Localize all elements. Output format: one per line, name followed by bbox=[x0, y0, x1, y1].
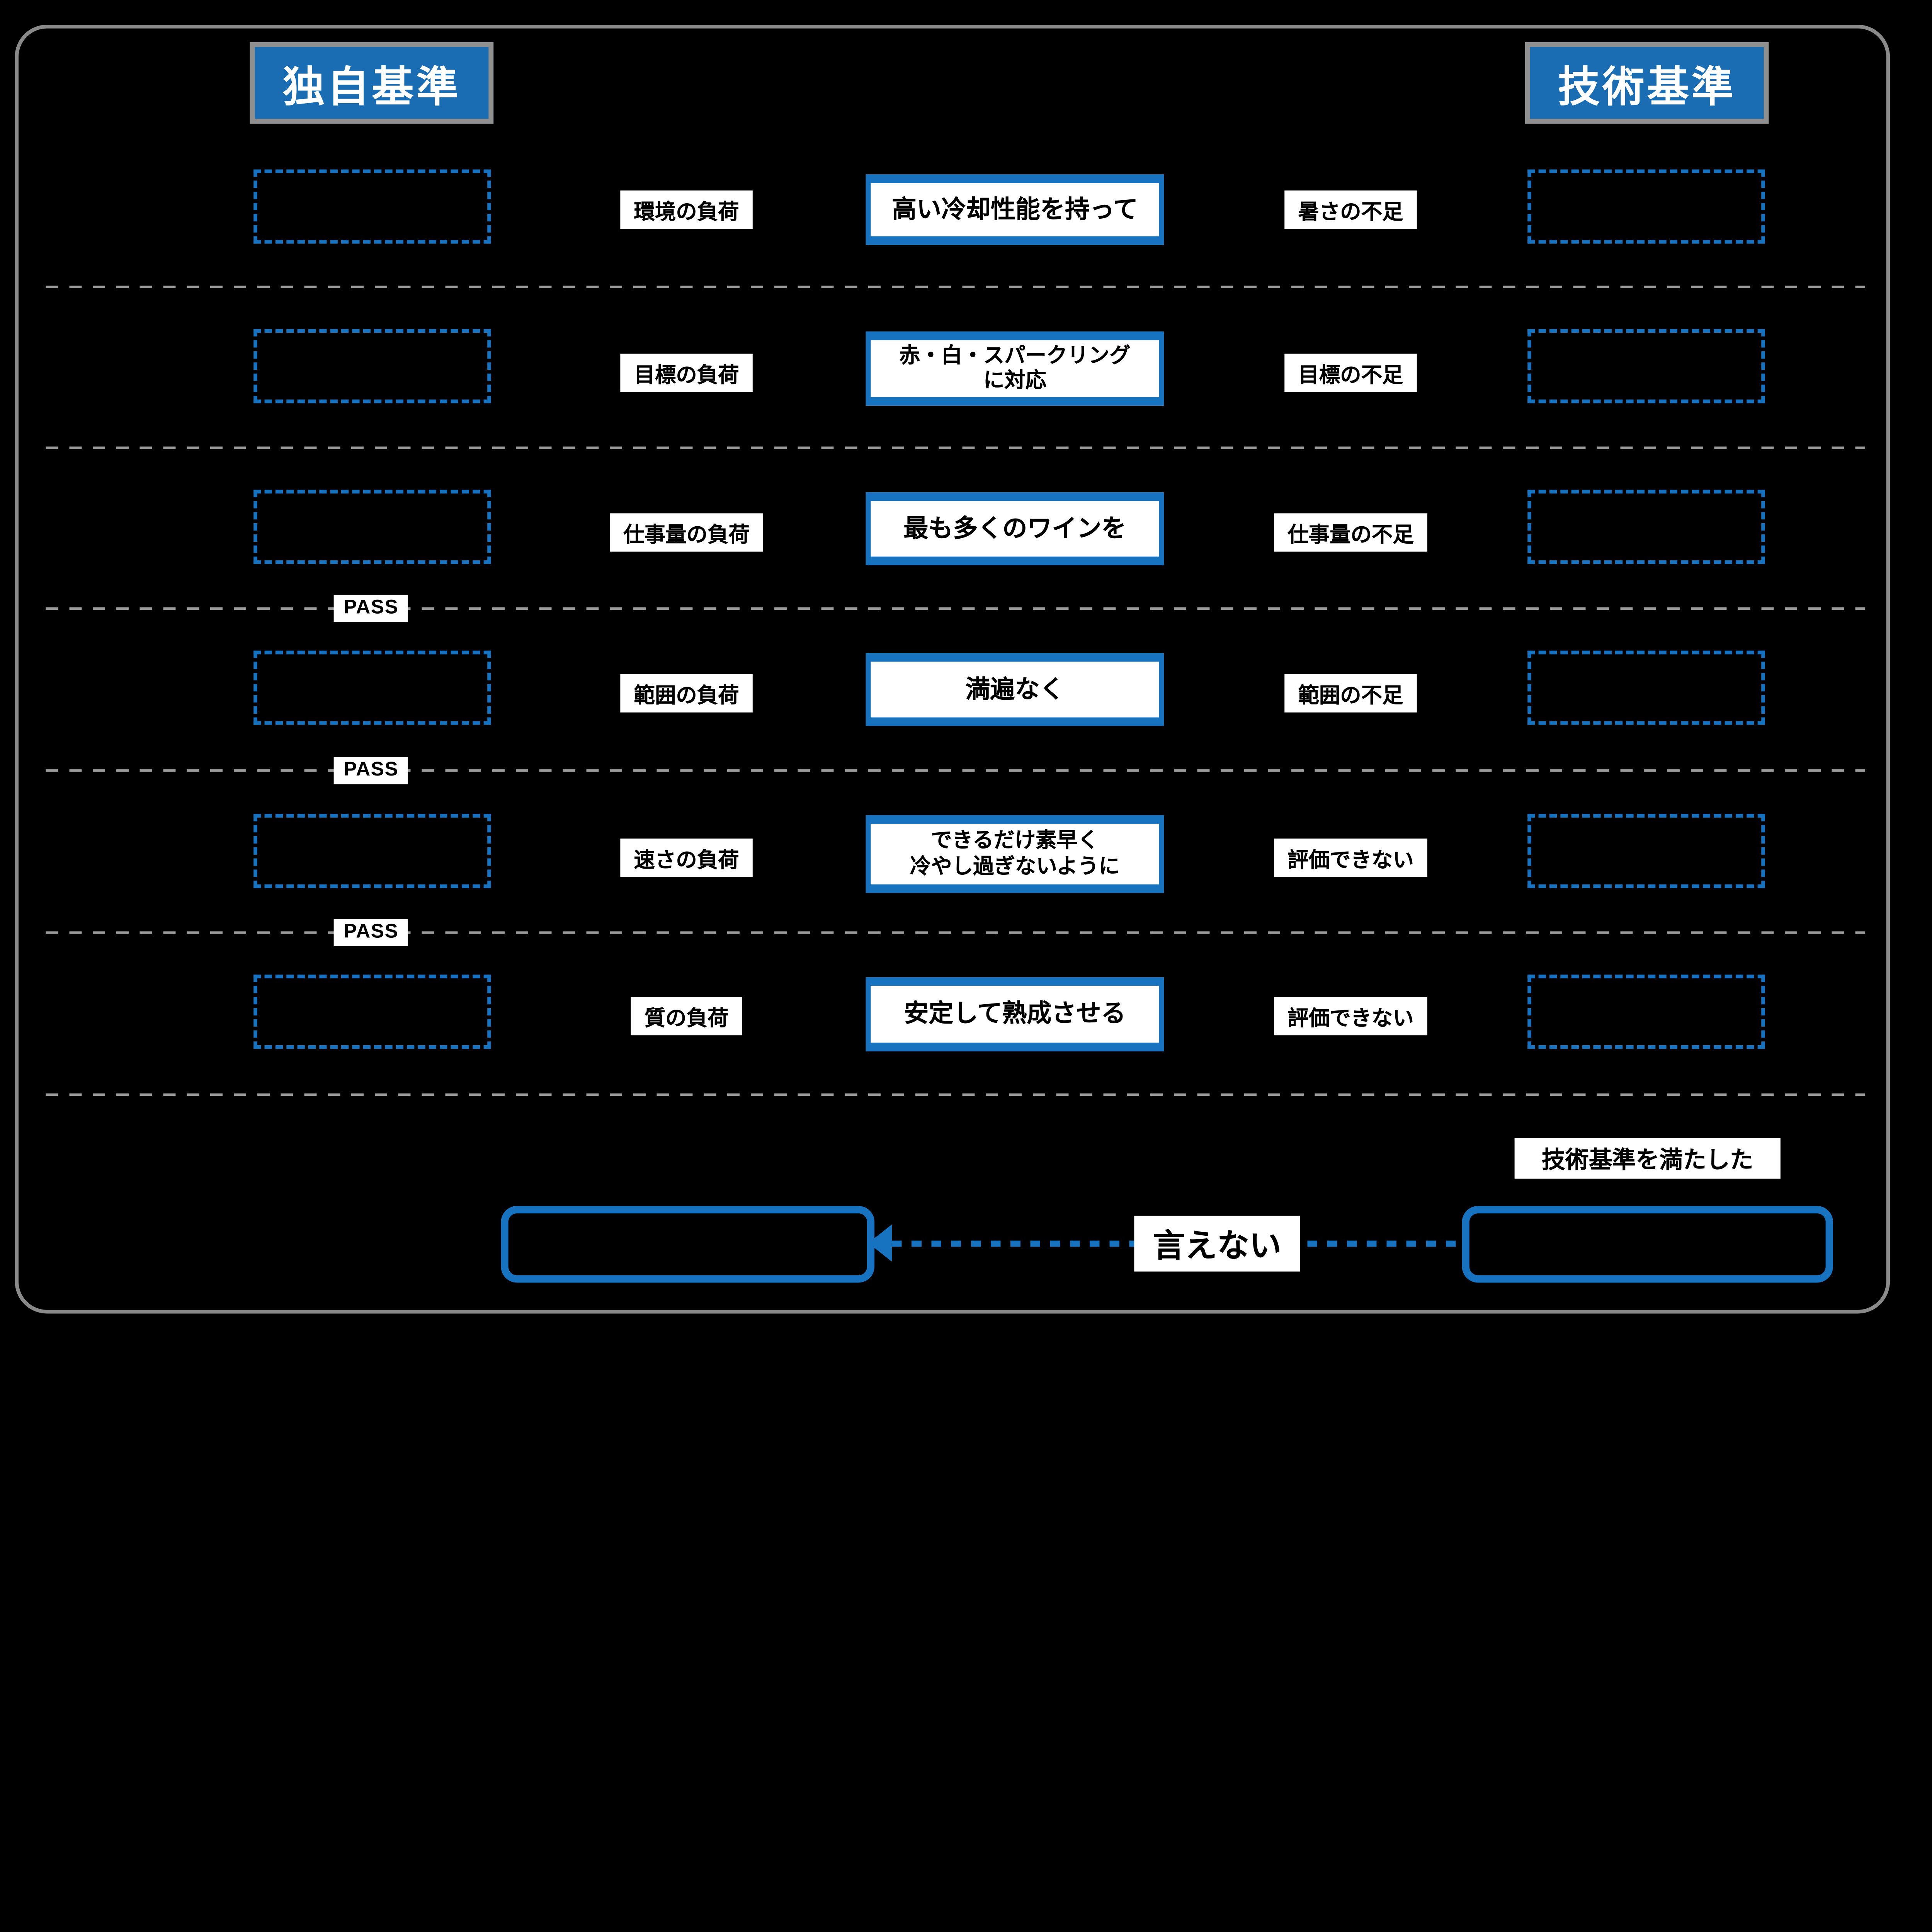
row-1-left-placeholder-box bbox=[253, 169, 491, 244]
diagram-canvas: 独自基準 技術基準 環境の負荷 高い冷却性能を持って 暑さの不足 目標の負荷 赤… bbox=[15, 25, 1890, 1314]
separator-2 bbox=[46, 446, 1866, 449]
row-5-left-placeholder-box bbox=[253, 814, 491, 888]
arrow-head-left-icon bbox=[868, 1225, 892, 1262]
conclusion-box bbox=[501, 1206, 875, 1283]
pass-badge-3: PASS bbox=[333, 919, 408, 946]
row-1-right-label: 暑さの不足 bbox=[1284, 190, 1417, 229]
header-technical-criteria-label: 技術基準 bbox=[1558, 63, 1736, 111]
header-original-criteria: 独自基準 bbox=[250, 42, 494, 124]
header-original-criteria-label: 独自基準 bbox=[282, 63, 461, 111]
row-3-center-box: 最も多くのワインを bbox=[866, 492, 1164, 565]
technical-criteria-met-label: 技術基準を満たした bbox=[1514, 1138, 1781, 1179]
row-6-left-placeholder-box bbox=[253, 975, 491, 1049]
technical-result-box bbox=[1462, 1206, 1833, 1283]
row-6-center-box: 安定して熟成させる bbox=[866, 977, 1164, 1051]
row-2-right-placeholder-box bbox=[1527, 329, 1765, 403]
pass-badge-1: PASS bbox=[333, 595, 408, 622]
row-4-left-label: 範囲の負荷 bbox=[620, 674, 753, 713]
row-6-left-label: 質の負荷 bbox=[631, 997, 742, 1036]
pass-badge-2: PASS bbox=[333, 757, 408, 784]
separator-5 bbox=[46, 931, 1866, 934]
row-1-right-placeholder-box bbox=[1527, 169, 1765, 244]
row-4-center-box: 満遍なく bbox=[866, 653, 1164, 726]
row-4-left-placeholder-box bbox=[253, 650, 491, 725]
row-5-center-box: できるだけ素早く 冷やし過ぎないように bbox=[866, 815, 1164, 893]
row-2-center-box: 赤・白・スパークリング に対応 bbox=[866, 331, 1164, 406]
row-4-right-placeholder-box bbox=[1527, 650, 1765, 725]
row-3-left-label: 仕事量の負荷 bbox=[610, 513, 764, 552]
row-2-left-placeholder-box bbox=[253, 329, 491, 403]
row-6-right-label: 評価できない bbox=[1274, 997, 1427, 1036]
cannot-say-label: 言えない bbox=[1134, 1216, 1300, 1272]
header-technical-criteria: 技術基準 bbox=[1525, 42, 1769, 124]
row-4-right-label: 範囲の不足 bbox=[1284, 674, 1417, 713]
row-6-right-placeholder-box bbox=[1527, 975, 1765, 1049]
row-5-right-label: 評価できない bbox=[1274, 838, 1427, 877]
row-3-right-placeholder-box bbox=[1527, 490, 1765, 564]
row-3-right-label: 仕事量の不足 bbox=[1274, 513, 1427, 552]
row-2-right-label: 目標の不足 bbox=[1284, 354, 1417, 392]
separator-4 bbox=[46, 769, 1866, 772]
separator-3 bbox=[46, 607, 1866, 610]
separator-6 bbox=[46, 1093, 1866, 1096]
row-1-left-label: 環境の負荷 bbox=[620, 190, 753, 229]
row-3-left-placeholder-box bbox=[253, 490, 491, 564]
row-5-left-label: 速さの負荷 bbox=[620, 838, 753, 877]
row-1-center-box: 高い冷却性能を持って bbox=[866, 174, 1164, 245]
row-2-left-label: 目標の負荷 bbox=[620, 354, 753, 392]
outer-frame bbox=[15, 25, 1890, 1314]
row-5-right-placeholder-box bbox=[1527, 814, 1765, 888]
separator-1 bbox=[46, 286, 1866, 288]
